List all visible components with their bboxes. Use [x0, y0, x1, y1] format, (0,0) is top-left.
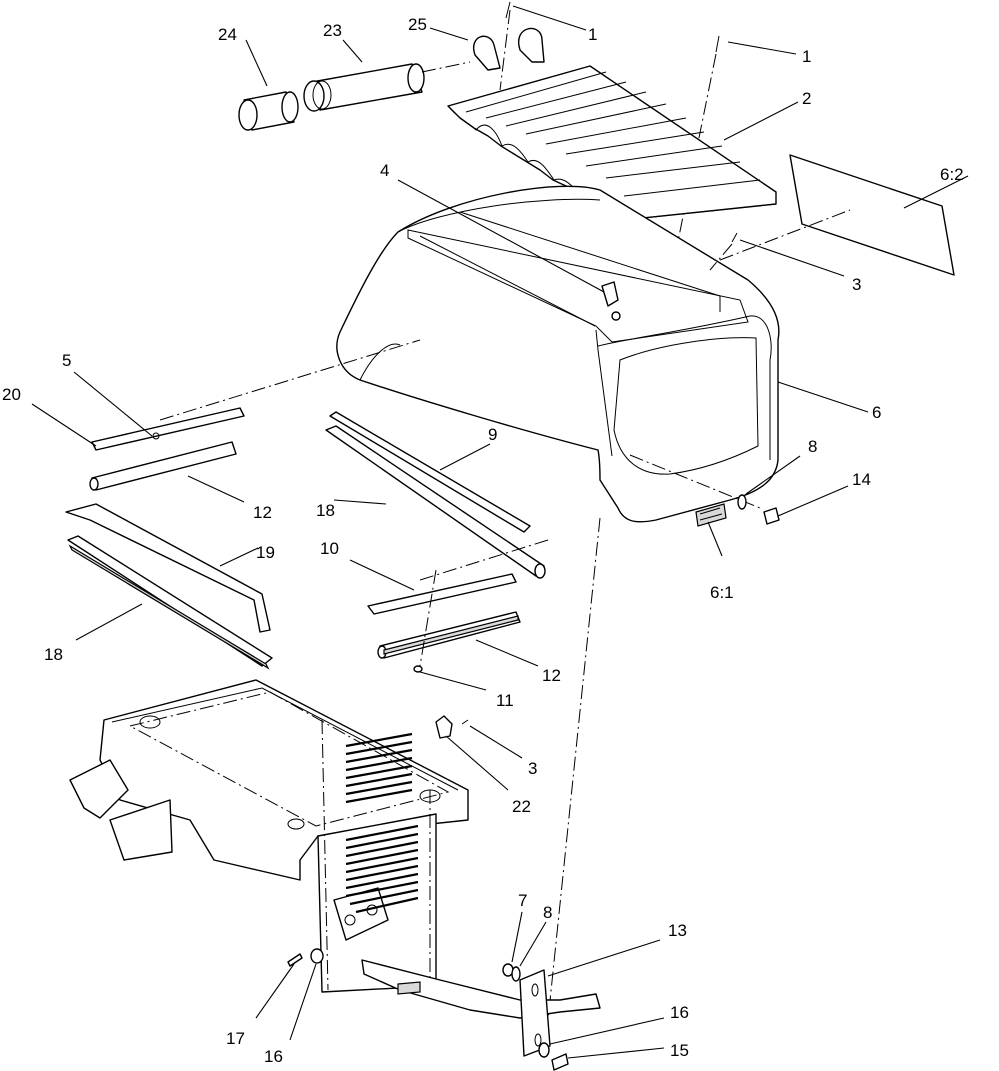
callout-4: 4 — [380, 161, 389, 180]
callout-1: 1 — [588, 25, 597, 44]
callout-19: 19 — [256, 543, 275, 562]
part-16-17-washer-pin — [287, 948, 324, 967]
callout-9: 9 — [488, 425, 497, 444]
callout-3: 3 — [528, 759, 537, 778]
callout-25: 25 — [408, 15, 427, 34]
callout-1: 1 — [802, 47, 811, 66]
part-9-strip — [329, 411, 531, 533]
callout-15: 15 — [670, 1041, 689, 1060]
callout-12: 12 — [253, 503, 272, 522]
callout-18: 18 — [316, 501, 335, 520]
part-11-nut — [413, 569, 437, 673]
callout-24: 24 — [218, 25, 237, 44]
callout-16: 16 — [670, 1003, 689, 1022]
part-19-bracket — [65, 503, 271, 633]
callout-14: 14 — [852, 470, 871, 489]
callout-2: 2 — [802, 89, 811, 108]
callout-5: 5 — [62, 351, 71, 370]
part-3-screw-upper — [709, 232, 738, 271]
callout-7: 7 — [518, 891, 527, 910]
part-22-bumper — [435, 715, 469, 739]
vent-grille — [345, 732, 419, 914]
part-12-seal-upper — [89, 441, 237, 491]
callout-23: 23 — [323, 21, 342, 40]
callout-10: 10 — [320, 539, 339, 558]
callout-17: 17 — [226, 1029, 245, 1048]
callout-6-2: 6:2 — [940, 165, 964, 184]
callout-6: 6 — [872, 403, 881, 422]
callout-3: 3 — [852, 275, 861, 294]
callout-11: 11 — [496, 691, 514, 710]
part-18-seal-left — [67, 535, 273, 670]
callout-6-1: 6:1 — [710, 583, 734, 602]
callout-13: 13 — [668, 921, 687, 940]
leader-lines — [31, 5, 969, 1059]
part-6-1-decal — [695, 503, 727, 527]
part-4-latch — [601, 281, 621, 321]
callout-18: 18 — [44, 645, 63, 664]
part-8-14-washer-bolt — [737, 494, 780, 525]
callout-labels: 24 23 25 1 1 2 6:2 4 3 5 20 6 9 8 14 12 … — [2, 15, 964, 1066]
part-2-corrugated-grille — [447, 65, 777, 221]
callout-20: 20 — [2, 385, 21, 404]
callout-22: 22 — [512, 797, 531, 816]
part-23-tube — [303, 61, 471, 112]
callout-8: 8 — [543, 903, 552, 922]
part-24-end-cap — [238, 91, 299, 131]
callout-16: 16 — [264, 1047, 283, 1066]
part-25-clamps — [472, 9, 545, 91]
part-6-hood — [336, 185, 780, 1021]
part-12-seal-lower — [377, 611, 521, 659]
part-13-bracket — [502, 963, 569, 1071]
part-6-2-decal — [719, 154, 955, 276]
lower-frame-assembly — [69, 679, 601, 1019]
callout-8: 8 — [808, 437, 817, 456]
part-18-seal-center — [325, 425, 549, 581]
part-10-bracket — [367, 573, 517, 615]
part-20-bracket — [91, 339, 421, 451]
callout-12: 12 — [542, 666, 561, 685]
